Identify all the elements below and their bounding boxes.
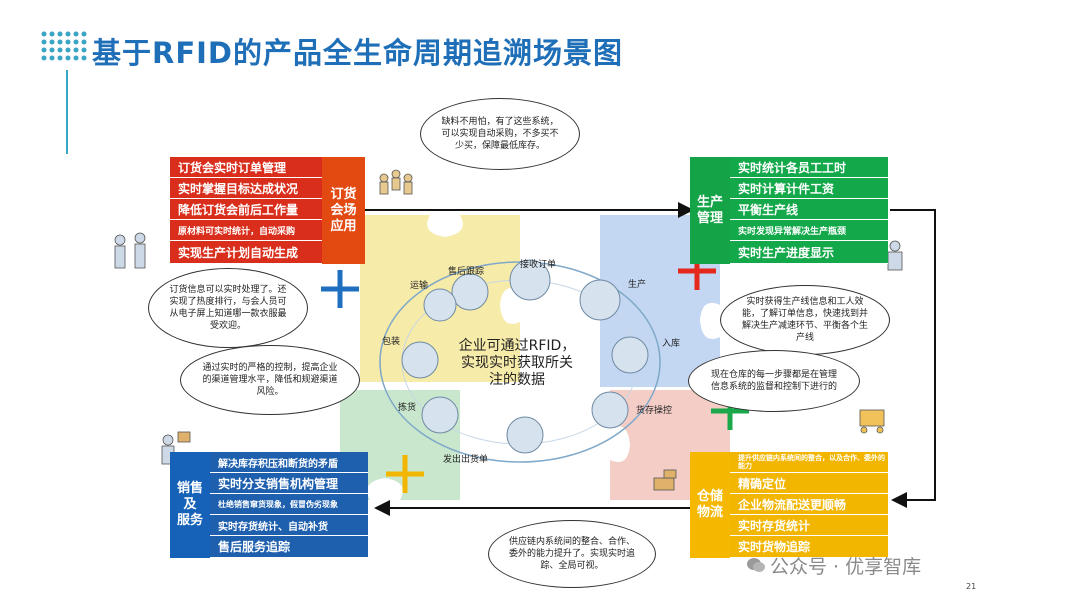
panel-sales-service: 销售 及 服务 解决库存积压和断货的矛盾 实时分支销售机构管理 杜绝销售窜货现象…	[170, 452, 368, 558]
panel-row: 实时存货统计、自动补货	[210, 515, 368, 536]
speech-bubble-right-mid: 现在仓库的每一步骤都是在管理信息系统的监督和控制下进行的	[688, 350, 860, 412]
panel-warehouse-logistics: 仓储 物流 提升供应链内系统间的整合，以及合作、委外的能力 精确定位 企业物流配…	[690, 452, 888, 558]
cycle-ring	[379, 261, 661, 463]
arrow-green-to-yellow	[890, 209, 936, 508]
panel-row: 解决库存积压和断货的矛盾	[210, 452, 368, 473]
cart-icon	[653, 469, 677, 491]
panel-row: 实时统计各员工工时	[730, 157, 888, 178]
speech-bubble-left: 订货信息可以实时处理了。还实现了热度排行，与会人员可从电子屏上知道哪一款衣服最受…	[148, 268, 308, 348]
panel-row: 企业物流配送更顺畅	[730, 494, 888, 515]
title-dots-icon	[41, 31, 87, 61]
cycle-label: 货存操控	[636, 406, 673, 416]
cycle-icon-packing	[401, 341, 439, 379]
cycle-label: 入库	[662, 339, 681, 349]
panel-title: 销售 及 服务	[170, 452, 210, 558]
panel-title: 订货 会场 应用	[322, 157, 365, 264]
plus-blue-icon	[321, 270, 359, 308]
wechat-icon	[747, 558, 765, 572]
panel-production: 生产 管理 实时统计各员工工时 实时计算计件工资 平衡生产线 实时发现异常解决生…	[690, 157, 888, 264]
speech-bubble-top: 缺料不用怕，有了这些系统，可以实现自动采购，不多买不少买，保障最低库存。	[420, 98, 580, 170]
panel-row: 精确定位	[730, 473, 888, 494]
speech-bubble-bottom: 供应链内系统间的整合、合作、委外的能力提升了。实现实时追踪、全局可视。	[488, 520, 656, 588]
panel-title: 仓储 物流	[690, 452, 730, 558]
cycle-icon-shipping-note	[506, 416, 544, 454]
panel-row: 实时货物追踪	[730, 536, 888, 558]
cycle-icon-warehouse	[611, 336, 649, 374]
cycle-label: 包装	[382, 337, 401, 347]
panel-row: 实时掌握目标达成状况	[170, 178, 322, 199]
watermark: 公众号 · 优享智库	[770, 556, 922, 578]
header-divider	[66, 70, 68, 154]
cycle-icon-picking	[421, 396, 459, 434]
page-title: 基于RFID的产品全生命周期追溯场景图	[92, 36, 624, 70]
cycle-label: 接收订单	[520, 260, 557, 270]
cycle-label: 生产	[628, 280, 647, 290]
cycle-label: 运输	[410, 281, 429, 291]
worker-icon	[887, 240, 903, 271]
panel-row: 提升供应链内系统间的整合，以及合作、委外的能力	[730, 452, 888, 473]
cycle-label: 发出出货单	[443, 455, 489, 465]
panel-row: 降低订货会前后工作量	[170, 199, 322, 220]
panel-order-fair: 订货会实时订单管理 实时掌握目标达成状况 降低订货会前后工作量 原材料可实时统计…	[170, 157, 365, 264]
cycle-icon-production	[579, 279, 621, 321]
panel-row: 实时发现异常解决生产瓶颈	[730, 220, 888, 241]
cycle-label: 拣货	[398, 403, 417, 413]
cycle-icon-inventory	[591, 391, 629, 429]
panel-row: 订货会实时订单管理	[170, 157, 322, 178]
plus-yellow-icon	[386, 455, 424, 493]
speech-bubble-right-top: 实时获得生产线信息和工人效能，了解订单信息，快速找到并解决生产减速环节、平衡各个…	[720, 285, 890, 355]
panel-row: 杜绝销售窜货现象，假冒伪劣现象	[210, 494, 368, 515]
people-group-icon	[379, 169, 413, 195]
cycle-label: 售后跟踪	[448, 267, 485, 277]
panel-row: 售后服务追踪	[210, 536, 368, 558]
panel-row: 平衡生产线	[730, 199, 888, 220]
cycle-icon-receive-order	[509, 259, 551, 301]
forklift-icon	[859, 409, 885, 434]
cycle-icon-transport	[423, 288, 457, 322]
page-number: 21	[966, 582, 977, 591]
panel-title: 生产 管理	[690, 157, 730, 264]
panel-row: 实时生产进度显示	[730, 241, 888, 264]
panel-row: 原材料可实时统计，自动采购	[170, 220, 322, 241]
panel-row: 实时存货统计	[730, 515, 888, 536]
businessmen-icon	[114, 232, 146, 269]
delivery-worker-icon	[161, 431, 191, 465]
center-text: 企业可通过RFID， 实现实时获取所关 注的数据	[458, 338, 576, 388]
speech-bubble-left-mid: 通过实时的严格的控制，提高企业的渠道管理水平，降低和规避渠道风险。	[180, 345, 360, 415]
panel-row: 实时计算计件工资	[730, 178, 888, 199]
panel-row: 实现生产计划自动生成	[170, 241, 322, 264]
panel-row: 实时分支销售机构管理	[210, 473, 368, 494]
cycle-icon-after-sales	[451, 273, 489, 311]
